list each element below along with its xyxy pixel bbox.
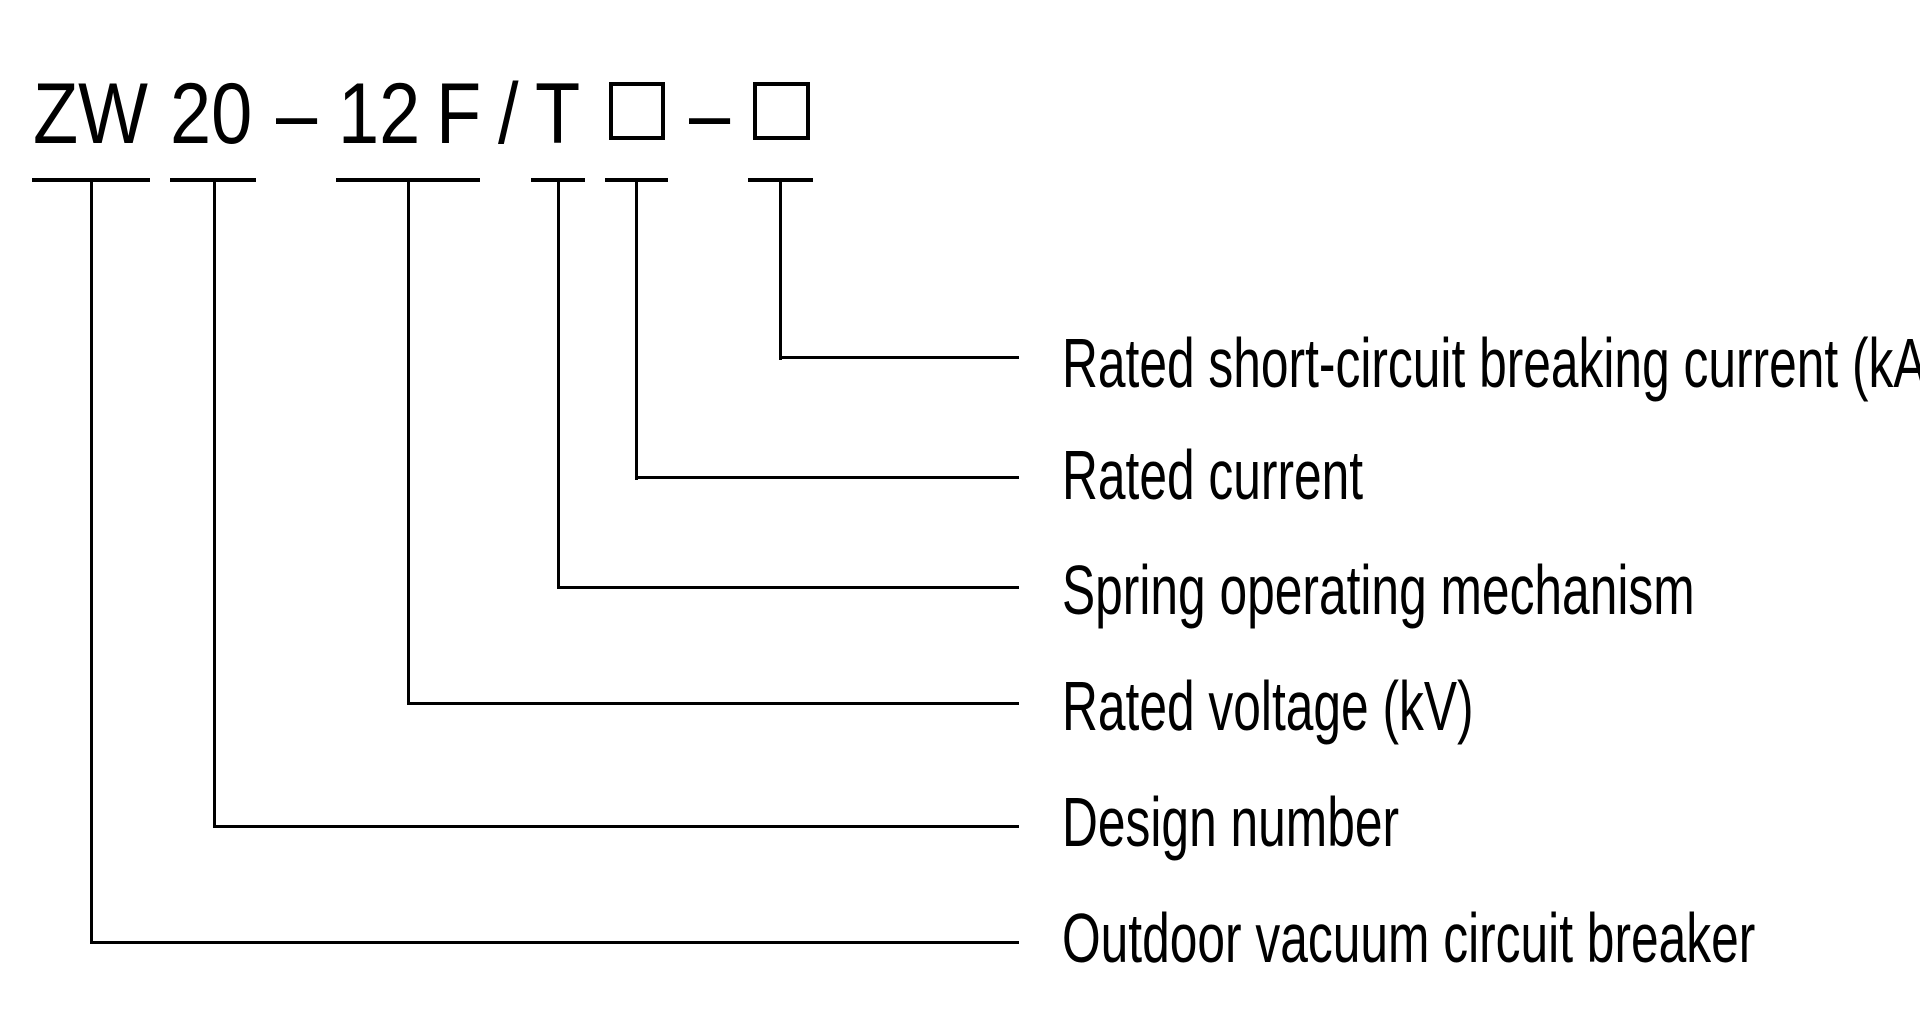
code-dash-2: –	[689, 66, 731, 162]
label-rated-short-circuit-breaking-current: Rated short-circuit breaking current (kA…	[1062, 324, 1920, 402]
code-f: F	[436, 66, 482, 162]
code-zw: ZW	[33, 66, 148, 162]
leader-arm-breaking	[779, 356, 1019, 359]
code-t: T	[535, 66, 581, 162]
leader-arm-current	[635, 476, 1019, 479]
code-voltage: 12	[338, 66, 421, 162]
leader-arm-zw	[90, 941, 1019, 944]
leader-arm-t	[557, 586, 1019, 589]
leader-stem-current	[635, 180, 638, 480]
code-dash: –	[276, 66, 318, 162]
code-breaking-box	[753, 82, 810, 140]
leader-arm-design	[213, 825, 1019, 828]
leader-stem-voltage	[407, 180, 410, 705]
label-rated-current: Rated current	[1062, 436, 1364, 514]
leader-stem-design	[213, 180, 216, 828]
leader-stem-t	[557, 180, 560, 589]
code-design-number: 20	[170, 66, 253, 162]
label-rated-voltage: Rated voltage (kV)	[1062, 667, 1474, 745]
code-current-box	[609, 82, 665, 140]
leader-stem-zw	[90, 180, 93, 944]
label-outdoor-vacuum-circuit-breaker: Outdoor vacuum circuit breaker	[1062, 899, 1756, 977]
label-spring-operating-mechanism: Spring operating mechanism	[1062, 551, 1695, 629]
leader-arm-voltage	[407, 702, 1019, 705]
label-design-number: Design number	[1062, 783, 1400, 861]
code-slash: /	[498, 66, 519, 162]
leader-stem-breaking	[779, 180, 782, 360]
